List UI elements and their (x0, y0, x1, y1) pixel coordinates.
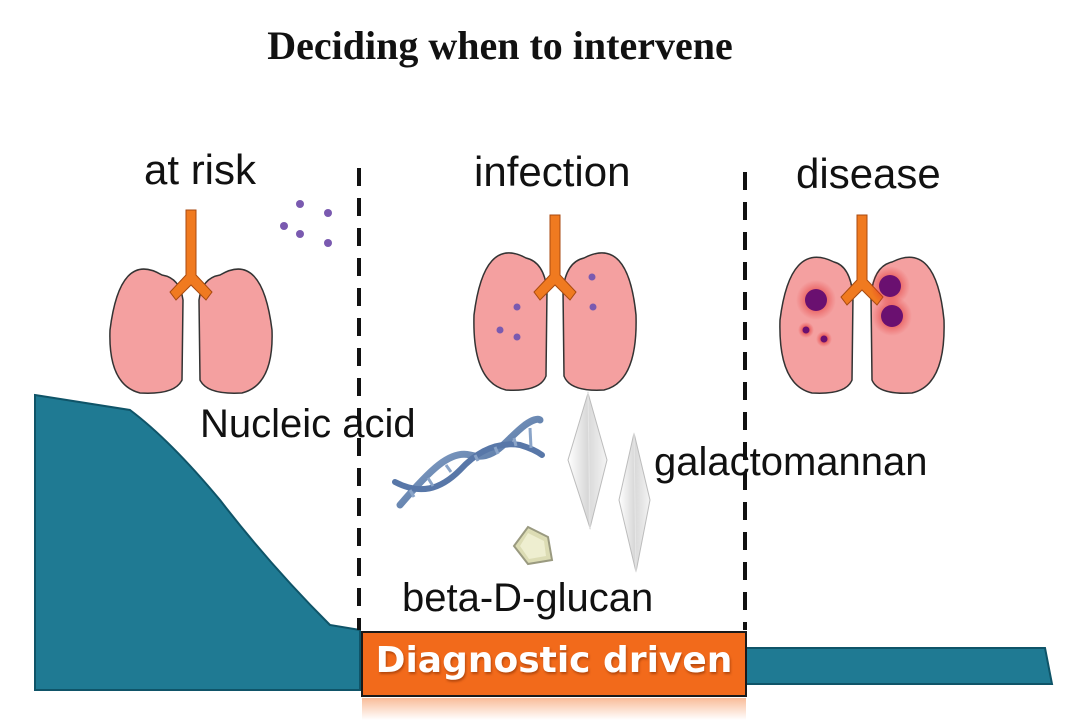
lungs-disease-icon (779, 214, 945, 394)
marker-label-galactomannan: galactomannan (654, 440, 928, 484)
stage-label-disease: disease (796, 150, 941, 197)
risk-area-shape (34, 393, 361, 691)
page-title: Deciding when to intervene (267, 23, 733, 68)
diagnostic-banner (361, 631, 747, 697)
stage-label-at-risk: at risk (144, 146, 257, 193)
spores-icon (280, 200, 332, 247)
banner-reflection (362, 698, 746, 720)
marker-label-beta-d-glucan: beta-D-glucan (402, 576, 654, 620)
baseline-bar (744, 647, 1054, 685)
pentagon-molecule-icon (512, 525, 554, 566)
crystal-icon-large (567, 391, 608, 530)
banner-label: Diagnostic driven (375, 640, 733, 681)
crystal-icon-small (618, 432, 651, 573)
lungs-at-risk-icon (109, 209, 273, 394)
lungs-infection-icon (473, 214, 637, 391)
dna-helix-icon (392, 415, 545, 509)
stage-label-infection: infection (474, 148, 631, 195)
marker-label-nucleic-acid: Nucleic acid (200, 402, 416, 446)
